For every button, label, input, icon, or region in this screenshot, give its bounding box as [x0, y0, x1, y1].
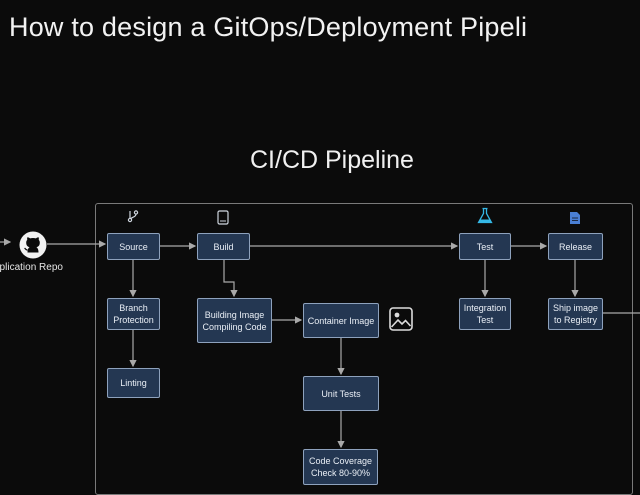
linting-node: Linting: [107, 368, 160, 398]
source-node: Source: [107, 233, 160, 260]
release-node: Release: [548, 233, 603, 260]
repo-label: pplication Repo: [0, 262, 63, 273]
ship-image-node: Ship image to Registry: [548, 298, 603, 330]
slide-title: How to design a GitOps/Deployment Pipeli: [9, 12, 528, 42]
image-icon: [389, 307, 413, 331]
code-coverage-node: Code Coverage Check 80-90%: [303, 449, 378, 485]
build-node: Build: [197, 233, 250, 260]
branch-protection-node: Branch Protection: [107, 298, 160, 330]
integration-test-node: Integration Test: [459, 298, 511, 330]
diagram-title: CI/CD Pipeline: [250, 146, 414, 174]
github-icon: [19, 231, 47, 259]
document-icon: [570, 212, 580, 224]
git-branch-icon: [127, 210, 139, 223]
edge-build-building: [223, 260, 238, 298]
mobile-device-icon: [217, 210, 229, 225]
flask-icon: [477, 207, 493, 224]
container-image-node: Container Image: [303, 303, 379, 338]
test-node: Test: [459, 233, 511, 260]
connector-layer: [0, 238, 640, 449]
unit-tests-node: Unit Tests: [303, 376, 379, 411]
building-image-node: Building Image Compiling Code: [197, 298, 272, 343]
